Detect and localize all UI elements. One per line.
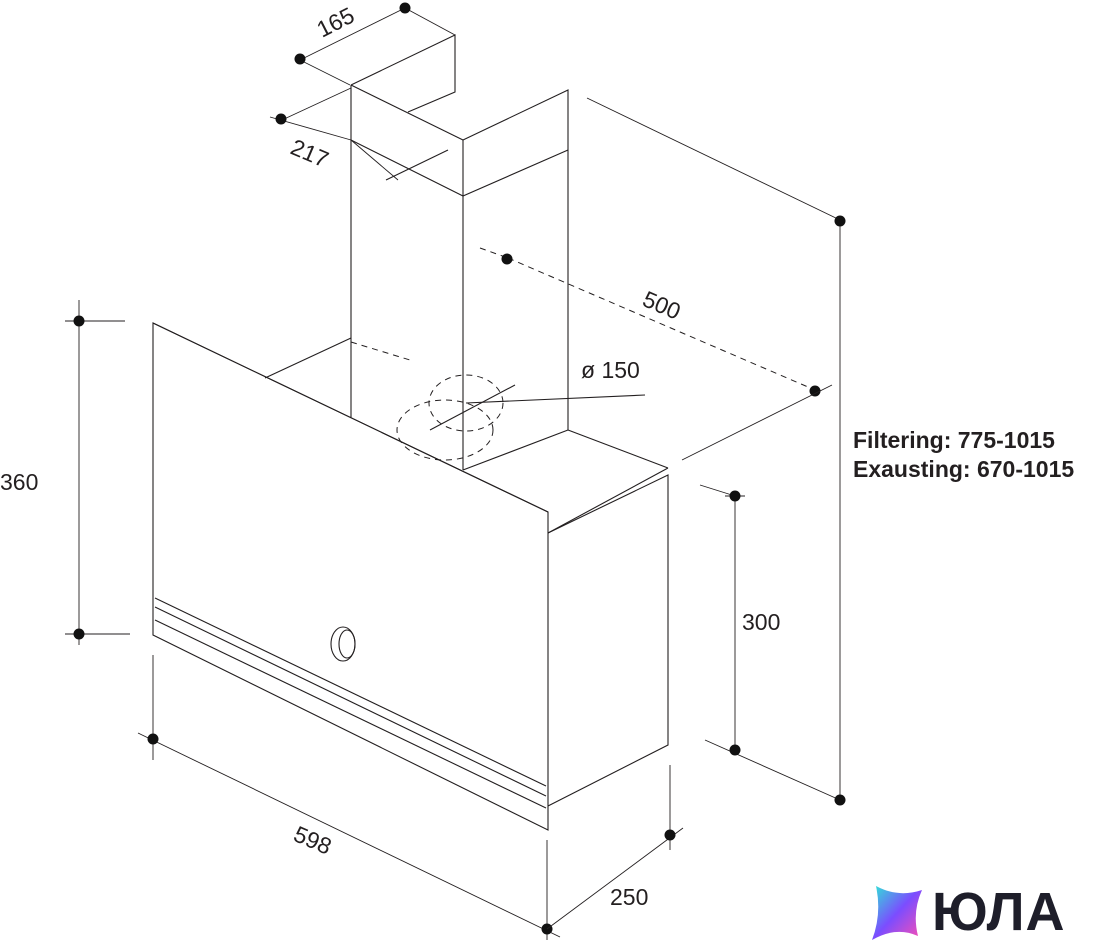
brand-watermark: ЮЛА (870, 880, 1100, 946)
label-500: 500 (639, 286, 684, 325)
dimension-500: 500 (501, 253, 833, 461)
glass-panel (152, 322, 549, 831)
dimension-total-height (586, 97, 846, 806)
label-598: 598 (290, 821, 335, 860)
dimension-360: 360 (0, 300, 130, 645)
dimension-165: 165 (294, 2, 456, 86)
hood-body (264, 337, 669, 807)
label-217: 217 (287, 134, 332, 173)
label-250: 250 (610, 884, 648, 910)
label-diameter: ø 150 (581, 357, 640, 383)
ventilation-notes: Filtering: 775-1015 Exausting: 670-1015 (853, 426, 1074, 484)
brand-name: ЮЛА (932, 882, 1066, 942)
label-360: 360 (0, 469, 38, 495)
label-165: 165 (312, 2, 358, 43)
dimension-300: 300 (699, 484, 780, 756)
exhausting-note: Exausting: 670-1015 (853, 456, 1075, 482)
chimney-duct (350, 34, 569, 470)
brand-logo-icon (872, 886, 922, 940)
dimension-diameter: ø 150 (581, 357, 640, 383)
dimension-217: 217 (269, 87, 399, 181)
label-300: 300 (742, 609, 780, 635)
dimension-598: 598 (137, 655, 561, 940)
filtering-note: Filtering: 775-1015 (853, 427, 1055, 453)
dimension-250: 250 (546, 765, 684, 930)
exhaust-outlet-hidden (350, 247, 816, 461)
